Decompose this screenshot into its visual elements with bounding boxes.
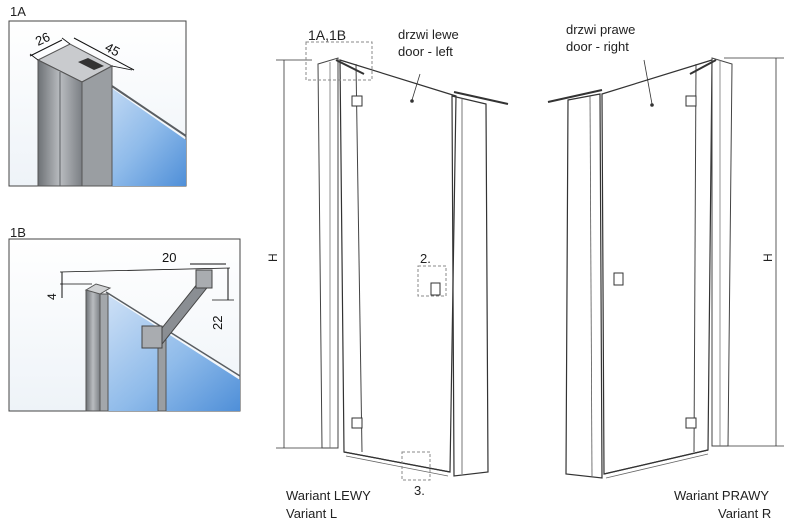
right-door-bottom <box>603 449 709 475</box>
left-variant-name-en: Variant L <box>286 506 337 521</box>
detail-1a-profile-side <box>81 65 113 187</box>
callout-3-box <box>401 451 431 481</box>
callout-1a1b-box <box>305 41 373 81</box>
detail-1b-profile-side <box>99 293 109 412</box>
detail-1b-clamp <box>141 325 163 349</box>
dim-45-line <box>73 37 135 71</box>
right-support-arm <box>547 89 603 103</box>
detail-1b-wall-bracket <box>195 269 213 289</box>
detail-1b-glass <box>106 294 240 411</box>
right-door-label-pl: drzwi prawe <box>566 22 635 37</box>
left-hinge-bottom <box>351 417 363 429</box>
dim-20-text: 20 <box>162 250 176 265</box>
right-side-panel <box>565 93 603 479</box>
right-door-label-en: door - right <box>566 39 629 54</box>
right-variant-drawing: H drzwi prawe door - right Wariant PRAWY… <box>547 22 784 521</box>
left-side-panel <box>451 95 489 477</box>
right-door-inner-edge <box>693 63 697 453</box>
left-hinge-top <box>351 95 363 107</box>
callout-1a1b-label: 1A,1B <box>308 27 346 43</box>
right-hinge-bottom <box>685 417 697 429</box>
left-door-inner-edge <box>355 63 363 453</box>
left-variant-drawing: H 1A,1B drzwi lewe door - left 2. 3. War… <box>266 27 509 521</box>
right-variant-name-pl: Wariant PRAWY <box>674 488 769 503</box>
detail-1b-reference-line <box>59 267 231 273</box>
detail-1b-glass-edge <box>105 291 241 377</box>
detail-1b-label: 1B <box>10 225 26 240</box>
right-variant-name-en: Variant R <box>718 506 771 521</box>
detail-1a-profile-slot <box>78 58 104 70</box>
left-door-label-pl: drzwi lewe <box>398 27 459 42</box>
left-variant-name-pl: Wariant LEWY <box>286 488 371 503</box>
left-top-bracket <box>335 59 365 75</box>
detail-1a: 1A 26 45 <box>8 4 187 187</box>
detail-1a-label: 1A <box>10 4 26 19</box>
dim-22-text: 22 <box>210 316 225 330</box>
dim-26-ext-right <box>61 37 71 45</box>
left-height-label: H <box>266 253 280 262</box>
dim-45-text: 45 <box>103 39 123 59</box>
detail-1b: 1B 20 4 22 <box>8 225 241 412</box>
dim-4-text: 4 <box>45 293 59 300</box>
right-fixed-profile <box>711 57 733 447</box>
left-door-seal <box>345 455 449 477</box>
left-door-leader-dot <box>410 99 414 103</box>
right-door-leader-dot <box>650 103 654 107</box>
left-door-handle <box>430 282 441 296</box>
left-support-arm <box>453 91 509 105</box>
right-hinge-top <box>685 95 697 107</box>
right-door-handle <box>613 272 624 286</box>
left-door-label-en: door - left <box>398 44 453 59</box>
callout-2-box <box>417 265 447 297</box>
detail-1a-glass <box>96 80 186 186</box>
detail-1a-glass-edge <box>99 77 187 137</box>
right-door-seal <box>605 453 709 479</box>
right-side-panel-edge <box>589 95 593 477</box>
detail-1b-profile <box>85 289 101 412</box>
dim-26-ext-left <box>29 53 39 61</box>
dim-26-line <box>29 39 63 57</box>
right-top-bracket <box>689 59 717 75</box>
dim-26-text: 26 <box>33 29 52 49</box>
left-door-leader <box>411 73 421 101</box>
right-door-leader <box>643 59 653 105</box>
left-door-bottom <box>343 451 451 473</box>
callout-2-label: 2. <box>420 251 431 266</box>
left-fixed-profile <box>317 57 339 449</box>
dim-45-ext <box>111 65 133 71</box>
right-height-label: H <box>761 253 775 262</box>
callout-3-label: 3. <box>414 483 425 498</box>
detail-1b-profile-top <box>84 283 112 295</box>
